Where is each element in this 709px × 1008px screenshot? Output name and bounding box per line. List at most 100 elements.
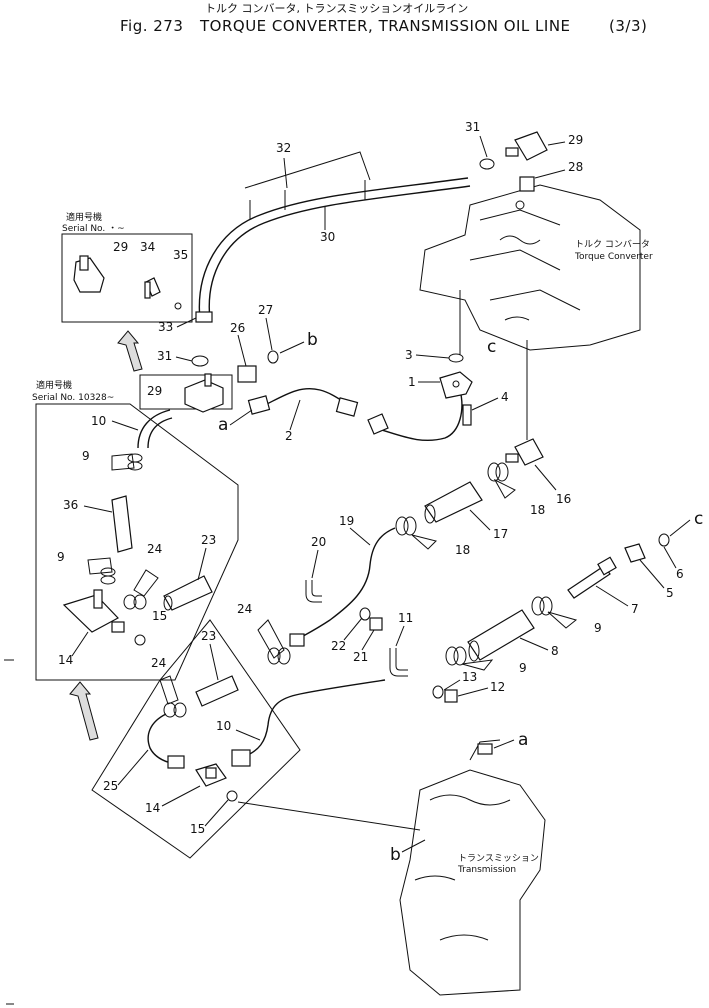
part-label-29: 29 xyxy=(568,133,583,147)
part-label-33: 33 xyxy=(158,320,173,334)
part-label-30: 30 xyxy=(320,230,335,244)
part-label-7: 7 xyxy=(631,602,639,616)
arrow-up-left-inset xyxy=(69,681,99,741)
part-label-11: 11 xyxy=(398,611,413,625)
part-label-9d: 9 xyxy=(57,550,65,564)
nut-12: 12 xyxy=(444,680,505,703)
pipe-7: 7 xyxy=(567,556,639,616)
part-label-24b: 24 xyxy=(147,542,162,556)
clamps-18-right: 18 xyxy=(487,462,545,517)
adapter-26: 26 xyxy=(230,321,257,383)
clamps-24-middle: 24 xyxy=(237,602,291,665)
torque-converter-housing: トルク コンバータ Torque Converter xyxy=(419,184,653,351)
part-label-10: 10 xyxy=(91,414,106,428)
part-label-15: 15 xyxy=(152,609,167,623)
part-label-4: 4 xyxy=(501,390,509,404)
inset-top-jp: 適用号機 xyxy=(66,211,102,223)
part-label-25: 25 xyxy=(103,779,118,793)
inset-serial-left: 適用号機 Serial No. 10328~ 10 9 36 9 14 15 xyxy=(32,379,239,681)
part-label-5: 5 xyxy=(666,586,674,600)
part-label-18b: 18 xyxy=(455,543,470,557)
pipe-1: 1 xyxy=(367,371,473,442)
connection-a-bottom: a xyxy=(518,730,528,750)
u-clamp-11: 11 xyxy=(389,611,413,677)
hose-17: 17 xyxy=(424,481,508,541)
figure-number: Fig. 273 xyxy=(120,17,183,35)
part-label-12: 12 xyxy=(490,680,505,694)
part-label-28: 28 xyxy=(568,160,583,174)
part-label-15b: 15 xyxy=(190,822,205,836)
part-label-1: 1 xyxy=(408,375,416,389)
part-label-14b: 14 xyxy=(145,801,160,815)
pipe-2: a 2 xyxy=(218,388,359,443)
inset-left-serial: Serial No. 10328~ xyxy=(32,393,114,403)
inset-left-jp: 適用号機 xyxy=(36,379,72,391)
arrow-up-top-inset xyxy=(117,330,143,372)
transmission-label-en: Transmission xyxy=(457,865,516,875)
part-label-2: 2 xyxy=(285,429,293,443)
connection-a-left: a xyxy=(218,415,228,435)
part-label-10b: 10 xyxy=(216,719,231,733)
part-label-31b: 31 xyxy=(157,349,172,363)
part-label-8: 8 xyxy=(551,644,559,658)
part-label-18: 18 xyxy=(530,503,545,517)
connection-b-bottom: b xyxy=(390,845,401,865)
part-label-21: 21 xyxy=(353,650,368,664)
part-label-29-inset: 29 xyxy=(113,240,128,254)
hose-30: 32 30 33 xyxy=(158,141,471,334)
connection-b-top: b xyxy=(307,330,318,350)
part-label-23b: 23 xyxy=(201,629,216,643)
part-label-9c: 9 xyxy=(82,449,90,463)
pipe-10-lower: 10 xyxy=(216,679,386,767)
title-japanese: トルク コンバータ, トランスミッションオイルライン xyxy=(205,2,468,15)
oring-6: 6 xyxy=(658,533,684,581)
washer-22: 22 xyxy=(331,607,371,653)
part-label-34: 34 xyxy=(140,240,155,254)
plug-28: 28 xyxy=(519,160,583,192)
clamps-18-left: 18 xyxy=(395,516,470,557)
part-label-17: 17 xyxy=(493,527,508,541)
transmission-label-jp: トランスミッション xyxy=(458,853,539,864)
bolt-4: 4 xyxy=(462,390,509,426)
part-label-14: 14 xyxy=(58,653,73,667)
part-label-13: 13 xyxy=(462,670,477,684)
hose-8: 8 xyxy=(467,609,559,662)
part-label-19: 19 xyxy=(339,514,354,528)
connection-c-right: c xyxy=(694,509,703,529)
washer-13: 13 xyxy=(432,670,477,699)
part-label-9b: 9 xyxy=(519,661,527,675)
inset-serial-top: 適用号機 Serial No. ・~ 29 34 35 xyxy=(61,211,193,323)
part-label-26: 26 xyxy=(230,321,245,335)
oring-27: 27 xyxy=(258,303,279,364)
part-label-24c: 24 xyxy=(151,656,166,670)
pipe-19: 19 xyxy=(289,514,396,647)
clamps-9-right: 9 xyxy=(531,596,602,635)
part-label-29b: 29 xyxy=(147,384,162,398)
oring-3: 3 xyxy=(405,290,464,363)
part-label-31: 31 xyxy=(465,120,480,134)
clamp-31-top: 31 xyxy=(465,120,495,170)
figure-page: (3/3) xyxy=(609,17,647,35)
part-label-9: 9 xyxy=(594,621,602,635)
part-label-35: 35 xyxy=(173,248,188,262)
connection-c-top: c xyxy=(487,337,496,357)
clamp-31-middle: 31 xyxy=(157,349,209,367)
inset-block-29: 29 xyxy=(139,373,233,413)
clamps-9-lower: 9 xyxy=(445,646,527,675)
nut-21: 21 xyxy=(353,617,383,664)
elbow-fitting-29-top: 29 xyxy=(505,131,583,161)
title-block: トルク コンバータ, トランスミッションオイルライン Fig. 273 TORQ… xyxy=(120,2,647,35)
part-label-6: 6 xyxy=(676,567,684,581)
adapter-5: 5 xyxy=(624,543,674,600)
part-label-32: 32 xyxy=(276,141,291,155)
transmission-housing: a b トランスミッション Transmission xyxy=(237,730,546,996)
part-label-22: 22 xyxy=(331,639,346,653)
torque-converter-label-en: Torque Converter xyxy=(574,252,653,262)
fitting-16: 16 xyxy=(505,340,571,506)
torque-converter-label-jp: トルク コンバータ xyxy=(575,239,650,250)
figure-title: TORQUE CONVERTER, TRANSMISSION OIL LINE xyxy=(199,17,571,35)
part-label-20: 20 xyxy=(311,535,326,549)
part-label-23: 23 xyxy=(201,533,216,547)
inset-top-serial: Serial No. ・~ xyxy=(62,224,125,234)
